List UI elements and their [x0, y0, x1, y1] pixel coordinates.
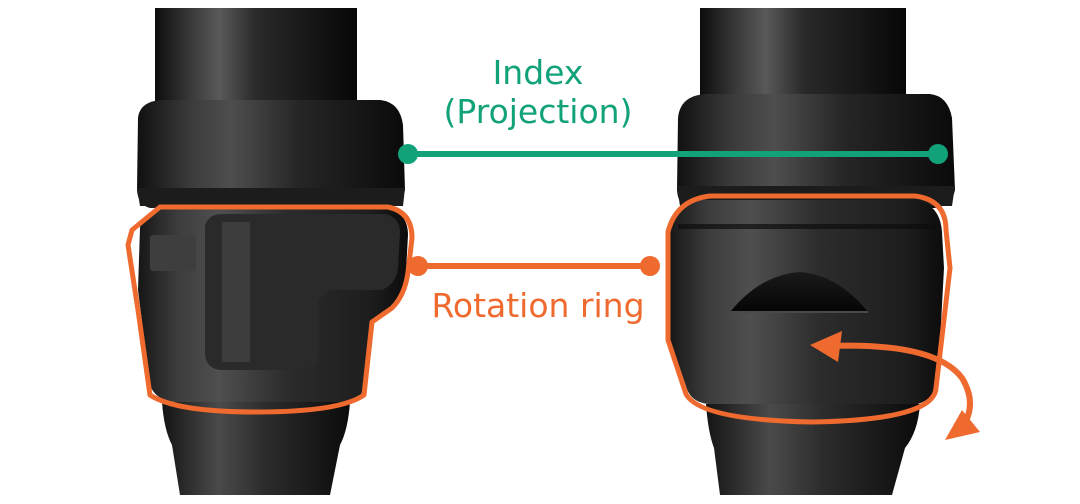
left-foot: [162, 402, 350, 495]
rotation-line-right-dot: [640, 256, 660, 276]
right-rotation-ring-outline: [665, 193, 953, 425]
rotation-arrow-head-down: [945, 410, 980, 440]
left-rotation-ring-outline: [125, 204, 415, 415]
left-grip-highlight: [222, 222, 250, 362]
right-ring-groove: [678, 224, 936, 229]
left-index-collar: [137, 100, 405, 208]
left-grip-block: [205, 214, 400, 370]
right-ring-notch: [730, 272, 868, 312]
left-side-tab: [150, 235, 196, 271]
left-collar-lip: [137, 188, 405, 206]
index-label-line2: (Projection): [443, 91, 633, 131]
left-upper-tube: [155, 8, 357, 108]
index-label-line1: Index: [492, 53, 584, 92]
index-projection-label: Index (Projection): [388, 53, 688, 132]
right-foot: [706, 404, 920, 495]
rotation-line-left-dot: [408, 256, 428, 276]
index-line-left-dot: [398, 144, 418, 164]
rotation-arrow-curve: [825, 342, 973, 431]
rotation-arrow-head-left: [810, 331, 842, 362]
rotation-ring-label: Rotation ring: [431, 286, 645, 325]
index-line-right-dot: [928, 144, 948, 164]
right-upper-tube: [700, 8, 906, 100]
left-leg: [137, 8, 408, 495]
